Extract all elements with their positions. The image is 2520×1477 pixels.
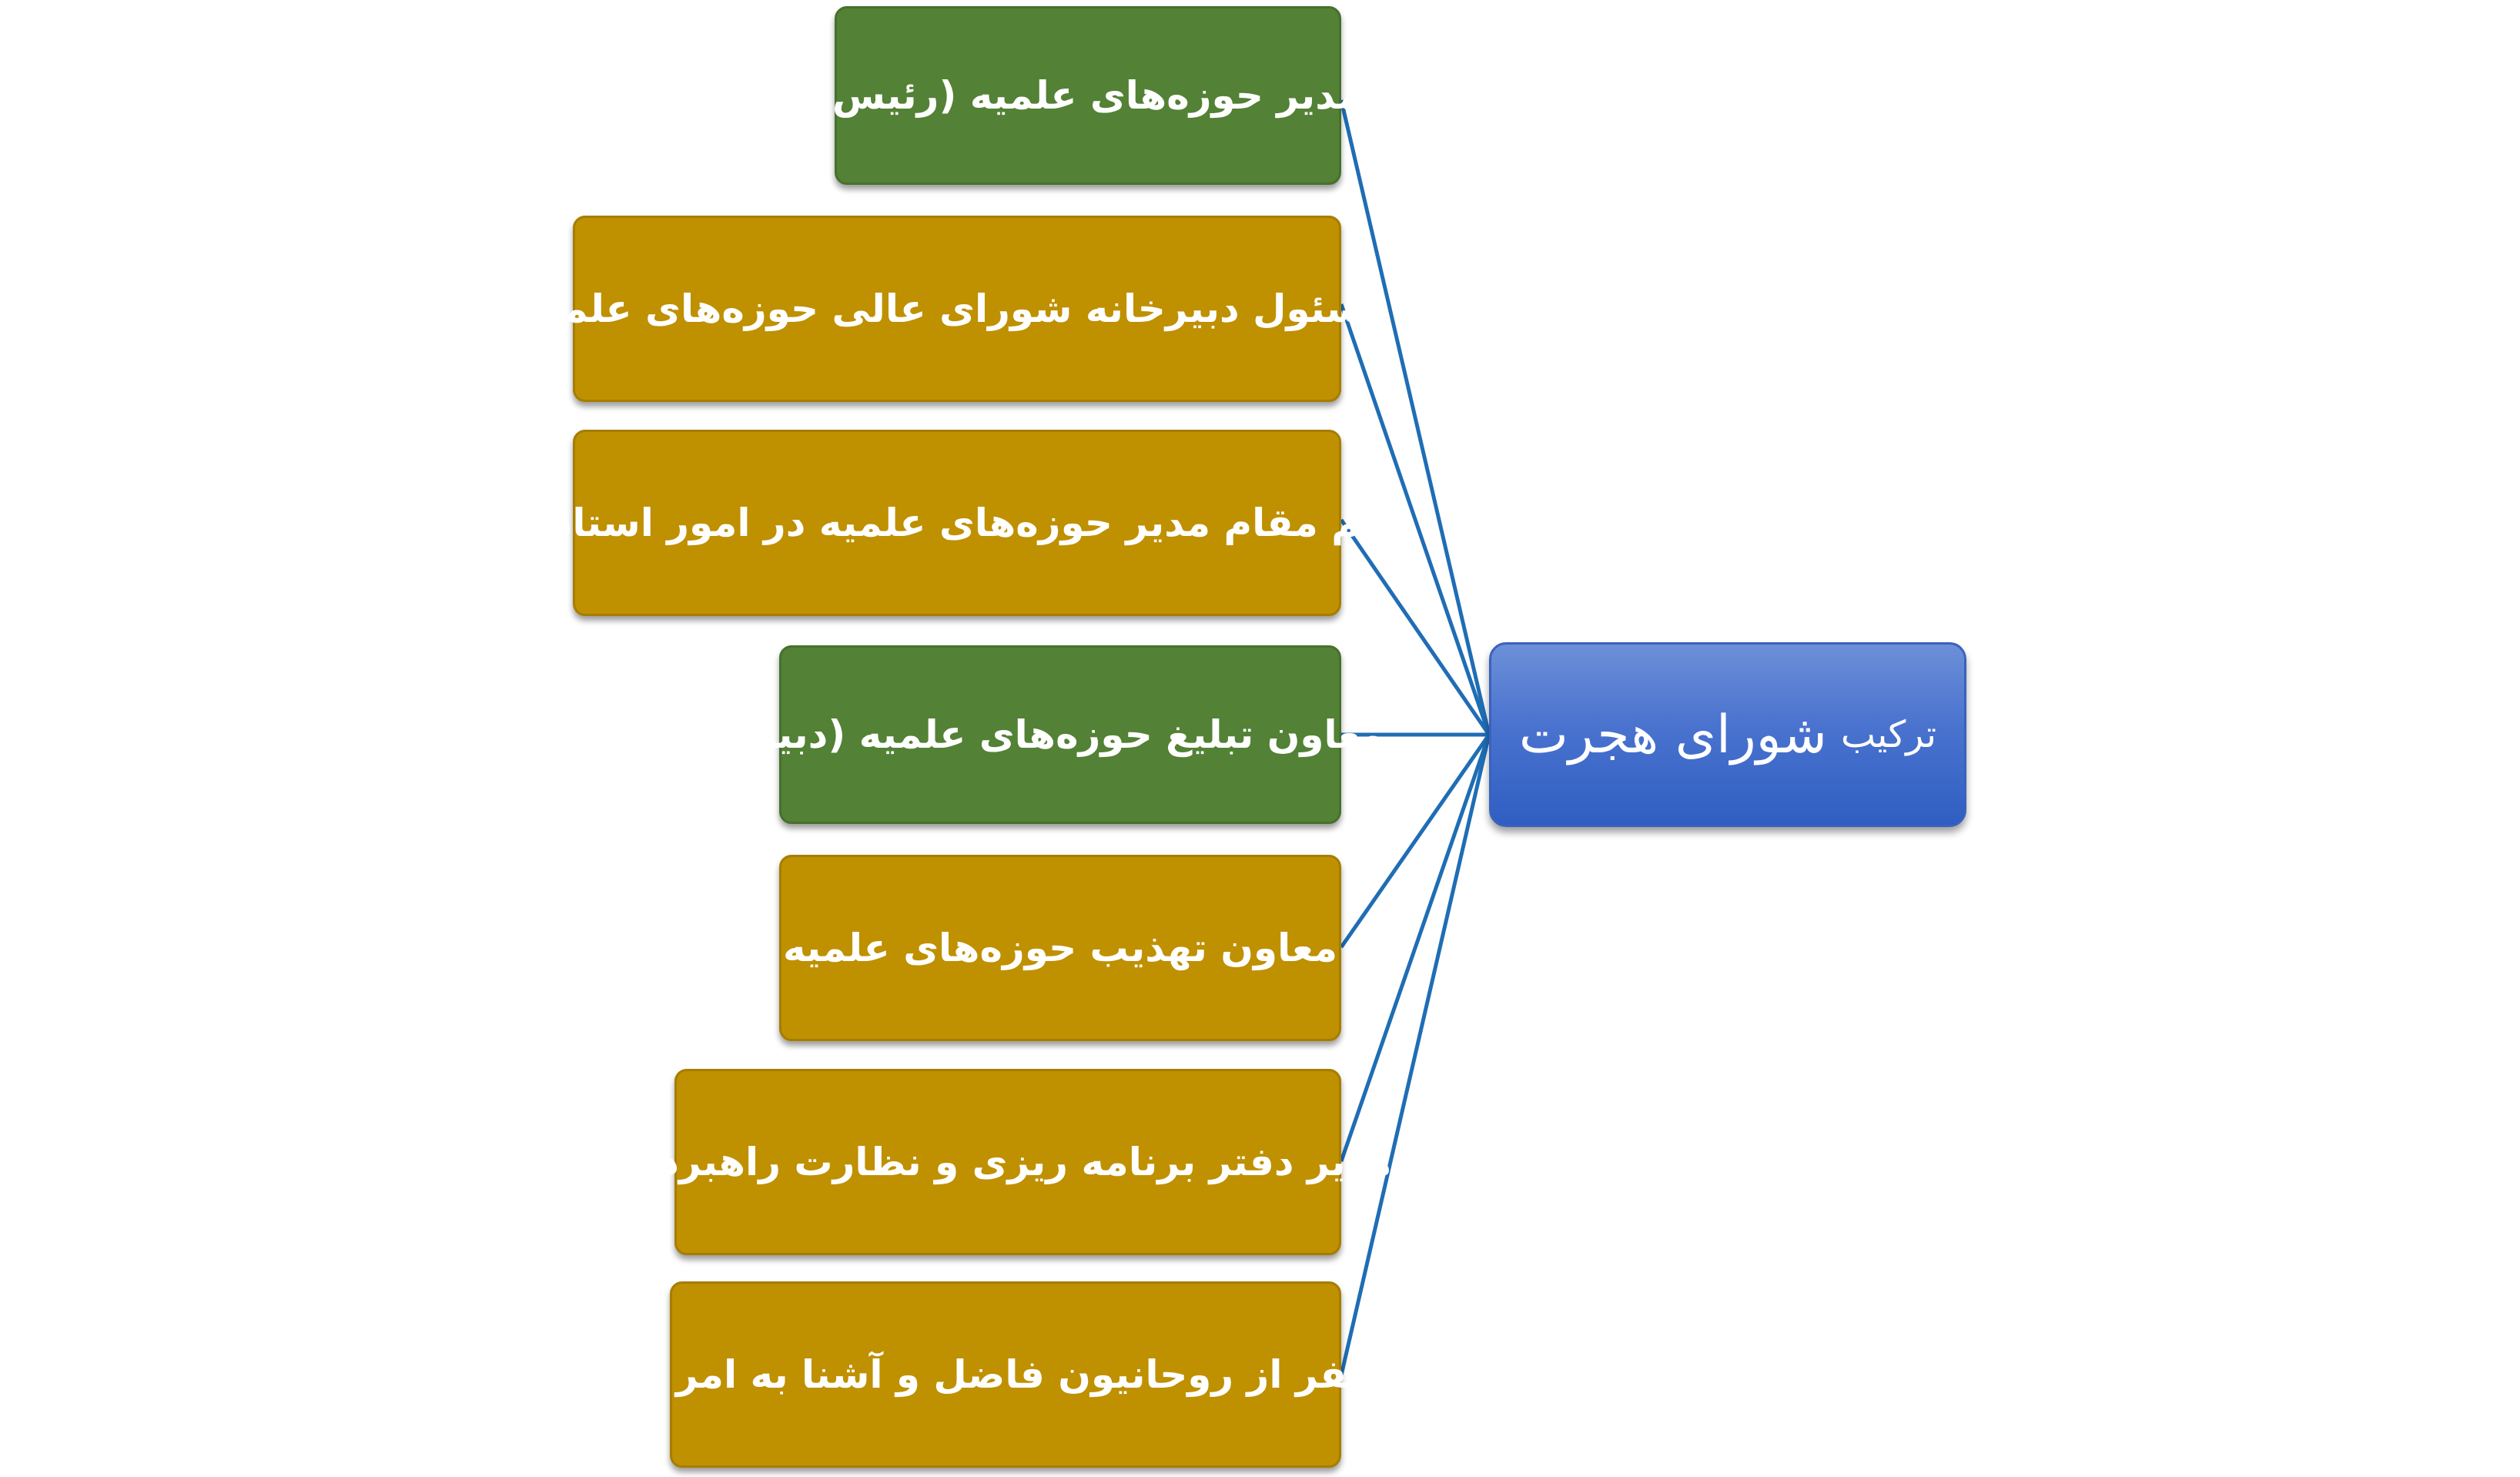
root-node: ترکیب شورای هجرت	[1489, 642, 1966, 827]
member-label: معاون تبلیغ حوزه‌های علمیه (دبیر)	[736, 712, 1384, 757]
member-label: معاون تهذیب حوزه‌های علمیه	[782, 926, 1338, 970]
member-label: سه نفر از روحانیون فاضل و آشنا به امر تب…	[574, 1352, 1437, 1397]
member-node-refinement-deputy: معاون تهذیب حوزه‌های علمیه	[779, 855, 1341, 1041]
connector-line	[1339, 99, 1491, 735]
root-label-large: شورای هجرت	[1518, 704, 1827, 765]
member-label: مسئول دبیرخانه شورای عالی حوزه‌های علمیه	[524, 286, 1390, 331]
member-node-clerics: سه نفر از روحانیون فاضل و آشنا به امر تب…	[574, 1281, 1437, 1468]
member-label: مدیر حوزه‌های علمیه (رئیس)	[814, 73, 1362, 118]
member-label: قائم مقام مدیر حوزه‌های علمیه در امور اس…	[498, 501, 1416, 545]
connector-line	[1339, 734, 1491, 1162]
member-node-head: مدیر حوزه‌های علمیه (رئیس)	[815, 6, 1361, 185]
member-node-secretariat: مسئول دبیرخانه شورای عالی حوزه‌های علمیه	[525, 216, 1389, 402]
root-label-small: ترکیب	[1840, 713, 1937, 756]
member-label: مدیر دفتر برنامه ریزی و نظارت راهبردی	[624, 1140, 1392, 1184]
connector-line	[1339, 733, 1491, 949]
connector-line	[1339, 734, 1491, 1376]
connector-line	[1339, 303, 1491, 735]
connector-line	[1339, 518, 1491, 736]
member-node-propagation-deputy: معاون تبلیغ حوزه‌های علمیه (دبیر)	[737, 645, 1384, 824]
member-node-deputy-provinces: قائم مقام مدیر حوزه‌های علمیه در امور اس…	[498, 430, 1416, 616]
member-node-planning-office: مدیر دفتر برنامه ریزی و نظارت راهبردی	[624, 1069, 1392, 1255]
